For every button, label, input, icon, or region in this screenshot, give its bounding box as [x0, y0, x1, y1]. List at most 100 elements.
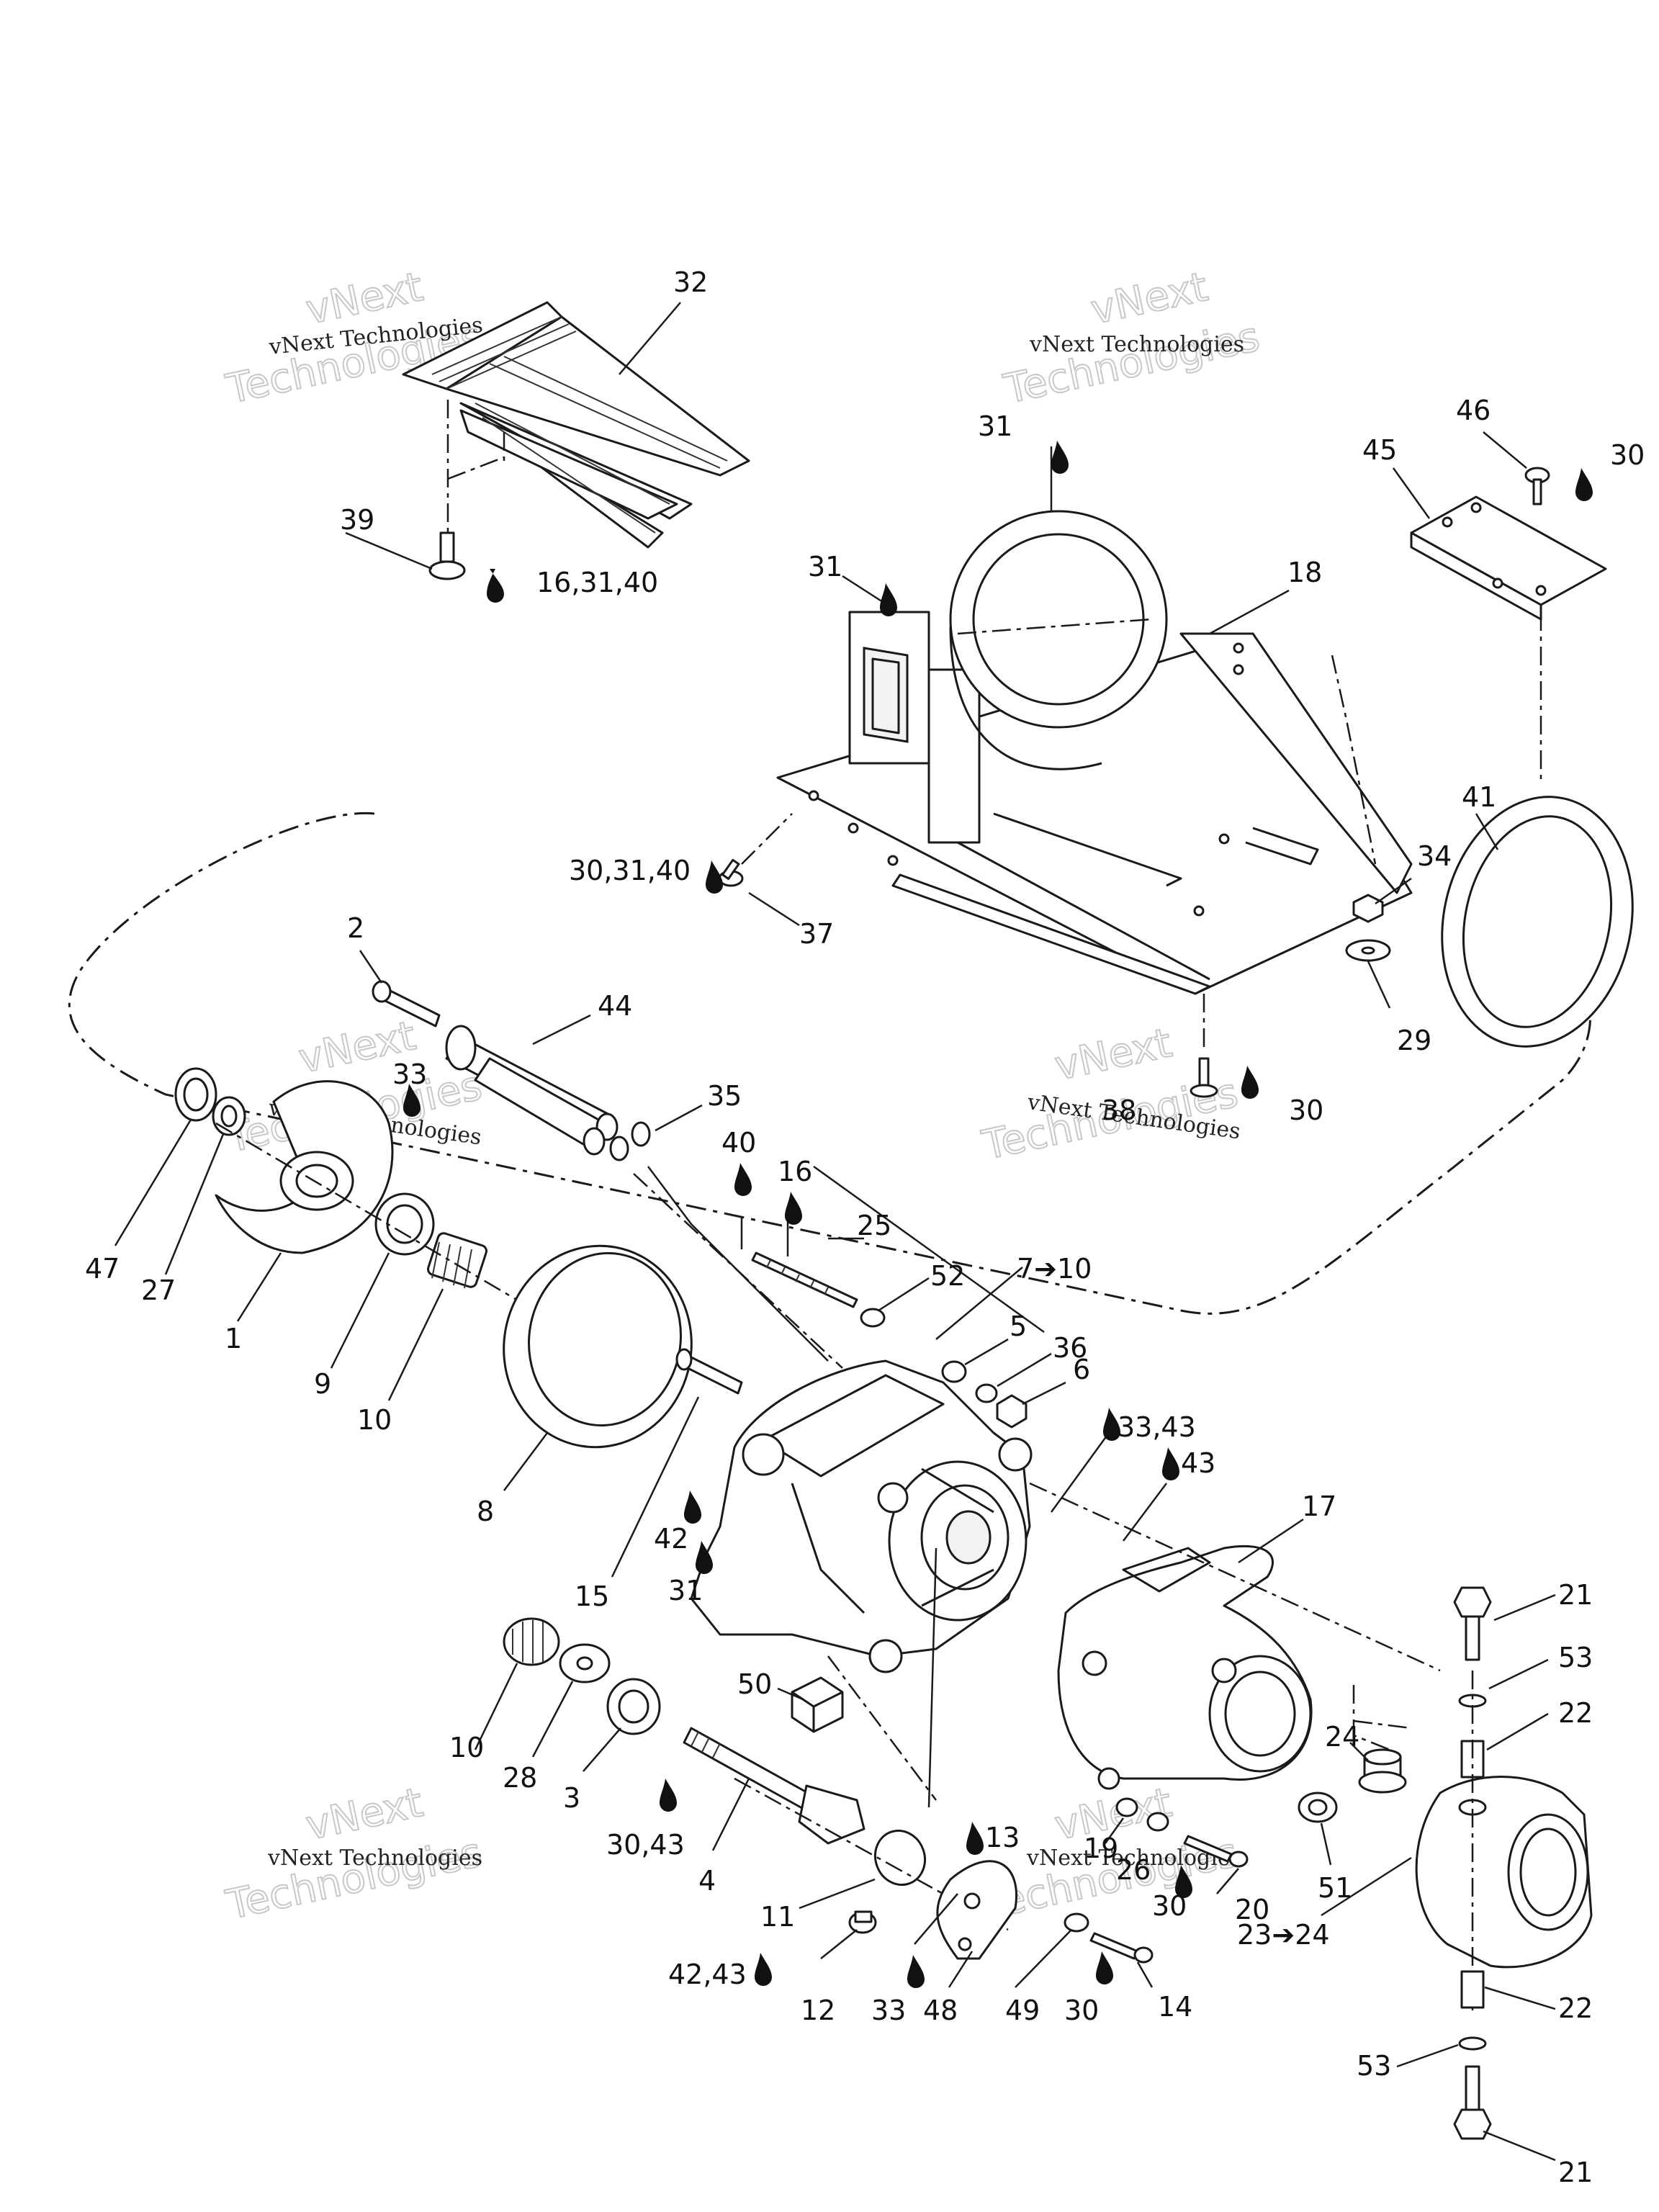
- watermark-company-name: vNext Technologies: [267, 1845, 482, 1871]
- part-6-nut: [996, 1394, 1028, 1429]
- callout-53-lower: 53: [1357, 2050, 1391, 2082]
- callout-29: 29: [1397, 1025, 1431, 1056]
- part-37-screw: [718, 813, 793, 887]
- lubricant-drop-icon: [1175, 1865, 1192, 1898]
- callout-52: 52: [930, 1260, 965, 1292]
- part-41-sealing-ring: [1441, 796, 1634, 1048]
- callout-36: 36: [1053, 1332, 1087, 1364]
- callout-2: 2: [347, 912, 364, 944]
- callout-41: 41: [1462, 781, 1496, 813]
- callout-45: 45: [1362, 434, 1397, 466]
- lubricant-drop-icon: [696, 1541, 713, 1574]
- part-48-cap: [936, 1860, 1017, 1960]
- part-22-lower-sleeve: [1460, 1970, 1485, 2009]
- callout-46: 46: [1456, 395, 1491, 426]
- callout-21-lower: 21: [1558, 2157, 1593, 2188]
- callout-8: 8: [477, 1496, 494, 1527]
- part-29-washer: [1345, 939, 1391, 962]
- callout-24: 24: [1325, 1721, 1359, 1753]
- callout-33-upper: 33: [392, 1058, 427, 1090]
- callout-33-43: 33,43: [1118, 1411, 1196, 1443]
- callout-4: 4: [698, 1865, 716, 1897]
- callout-34: 34: [1417, 840, 1452, 872]
- lubricant-drop-icon: [880, 583, 897, 616]
- callout-47: 47: [85, 1253, 120, 1285]
- callout-30-frame: 30: [1289, 1094, 1323, 1126]
- lubricant-drop-icon: [1575, 468, 1593, 501]
- lubricant-drop-icon: [487, 569, 504, 603]
- callout-53-upper: 53: [1558, 1642, 1593, 1673]
- part-17-venturi: [1057, 1545, 1313, 1790]
- callout-42-43: 42,43: [668, 1959, 747, 1990]
- part-28-washer: [559, 1643, 611, 1683]
- part-9-bearing: [374, 1192, 435, 1256]
- callout-30-nozzle: 30: [1152, 1890, 1187, 1922]
- watermark-5: vNext Technologies vNext Technologies: [221, 1779, 486, 1930]
- part-23-steering-nozzle: [1415, 1671, 1593, 2016]
- callout-17: 17: [1302, 1491, 1336, 1522]
- part-50-block: [791, 1676, 844, 1733]
- lubricant-drop-icon: [1241, 1066, 1259, 1099]
- callout-31-housing: 31: [668, 1575, 703, 1606]
- watermark-2: vNext Technologies vNext Technologies: [999, 263, 1264, 414]
- part-2-pin: [372, 980, 441, 1028]
- lubricant-drop-icon: [1051, 441, 1069, 474]
- part-46-screw: [1524, 467, 1550, 505]
- callout-10-lower: 10: [449, 1732, 484, 1763]
- part-26-lock-washer: [1146, 1812, 1169, 1832]
- part-8-wear-ring: [503, 1244, 693, 1449]
- part-21-upper-bolt: [1453, 1586, 1492, 1661]
- part-36-lock-washer: [975, 1383, 998, 1403]
- part-31-housing-ring: [949, 510, 1168, 770]
- callout-18: 18: [1287, 557, 1322, 588]
- part-39-screw: [428, 531, 466, 580]
- watermark-1: vNext Technologies vNext Technologies: [221, 263, 486, 414]
- callout-21-upper: 21: [1558, 1579, 1593, 1611]
- callout-16: 16: [778, 1156, 812, 1187]
- part-4-drive-shaft: [683, 1727, 866, 1845]
- lubricant-drop-icon: [785, 1192, 802, 1225]
- callout-33-lower: 33: [871, 1995, 906, 2026]
- lubricant-drop-icon: [706, 860, 723, 894]
- lubricant-drop-icons: [403, 441, 1593, 1988]
- part-32-intake-grate: [402, 301, 750, 549]
- part-44-tube: [445, 1025, 619, 1156]
- part-25-stud: [751, 1251, 858, 1308]
- part-10-needle-bearing: [427, 1232, 487, 1289]
- watermark-company-name: vNext Technologies: [1029, 332, 1244, 357]
- watermark-logo-technologies: Technologies: [999, 313, 1263, 413]
- callout-25: 25: [857, 1210, 891, 1241]
- part-12-plug: [848, 1910, 877, 1934]
- pump-housing: [690, 1359, 1033, 1673]
- callout-44: 44: [598, 990, 632, 1022]
- callout-16-31-40: 16,31,40: [536, 567, 658, 598]
- part-51-grommet: [1298, 1791, 1338, 1823]
- part-21-lower-bolt: [1453, 2065, 1492, 2140]
- callout-28: 28: [503, 1762, 537, 1794]
- assembly-boundary-outline: [68, 811, 1592, 1315]
- part-3-thrust-bearing: [606, 1678, 661, 1735]
- callout-23-to-24: 23➔24: [1237, 1919, 1330, 1951]
- grate-bars: [431, 316, 728, 534]
- part-24-bushing: [1358, 1748, 1407, 1794]
- callout-22-upper: 22: [1558, 1697, 1593, 1729]
- part-27-seal: [212, 1096, 246, 1136]
- callout-39: 39: [340, 504, 374, 536]
- callout-27: 27: [141, 1274, 176, 1306]
- watermark-logo-vnext: vNext: [302, 1779, 427, 1850]
- callout-51: 51: [1318, 1872, 1352, 1904]
- lubricant-drop-icon: [907, 1955, 925, 1988]
- callout-9: 9: [314, 1368, 331, 1400]
- lubricant-drop-icon: [660, 1779, 677, 1812]
- callout-5: 5: [1010, 1310, 1027, 1342]
- part-20-screw: [1183, 1835, 1249, 1868]
- part-47-cap: [174, 1067, 217, 1122]
- lubricant-drop-icon: [966, 1822, 984, 1855]
- callout-42: 42: [654, 1523, 688, 1555]
- part-10-lower-needle-bearing: [503, 1617, 560, 1666]
- callout-30-cover: 30: [1610, 439, 1645, 471]
- callout-19: 19: [1084, 1833, 1118, 1864]
- lubricant-drop-icon: [1162, 1447, 1179, 1480]
- callout-50: 50: [737, 1668, 772, 1700]
